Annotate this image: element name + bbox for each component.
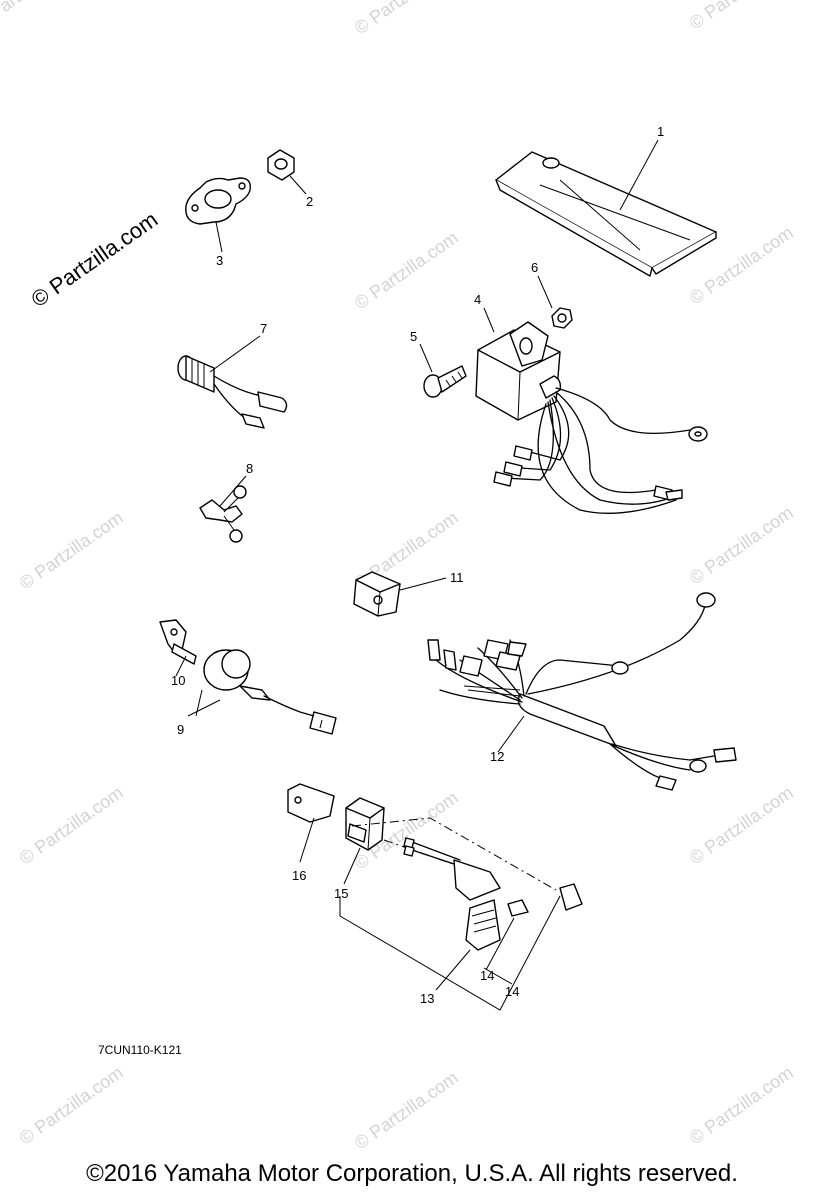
callout-12: 12	[490, 749, 504, 764]
watermark: © Partzilla.com	[16, 782, 127, 868]
callout-4: 4	[474, 292, 481, 307]
callout-1: 1	[657, 124, 664, 139]
part-11-rectifier	[353, 571, 401, 617]
watermark: © Partzilla.com	[686, 502, 797, 588]
callout-2: 2	[306, 194, 313, 209]
callout-6: 6	[531, 260, 538, 275]
callout-3: 3	[216, 253, 223, 268]
callout-16: 16	[292, 868, 306, 883]
callout-14b: 14	[505, 984, 519, 999]
callout-15: 15	[334, 886, 348, 901]
partzilla-watermark: © Partzilla.com	[27, 207, 163, 313]
callout-11: 11	[450, 570, 464, 585]
part-7-connector	[177, 355, 288, 429]
callout-14a: 14	[480, 968, 494, 983]
part-2-nut	[267, 149, 295, 181]
callout-labels: 1 2 3 4 5 6 7 8 9 10 11 12 13 14 14 15 1…	[171, 124, 664, 1006]
callout-13: 13	[420, 991, 434, 1006]
part-12-wire-harness	[427, 592, 737, 791]
watermark: © Partzilla.com	[686, 1062, 797, 1148]
part-3-gasket	[185, 177, 251, 225]
copyright-notice: ©2016 Yamaha Motor Corporation, U.S.A. A…	[86, 1160, 738, 1187]
watermark: © Partzilla.com	[686, 782, 797, 868]
callout-5: 5	[410, 329, 417, 344]
callout-9: 9	[177, 722, 184, 737]
part-6-nut	[551, 307, 573, 329]
watermark: © Partzilla.com	[16, 1062, 127, 1148]
watermark: © Partzilla.com	[16, 507, 127, 593]
part-4-cdi-unit	[475, 321, 708, 514]
callout-8: 8	[246, 461, 253, 476]
watermark: © Partzilla.com	[351, 1067, 462, 1153]
part-5-bolt	[423, 365, 467, 398]
watermark: © Partzilla.com	[0, 0, 82, 33]
diagram-code: 7CUN110-K121	[98, 1043, 182, 1057]
leader-lines	[175, 139, 659, 1011]
watermark: © Partzilla.com	[351, 0, 462, 38]
callout-10: 10	[171, 673, 185, 688]
part-1-cover	[495, 151, 717, 277]
part-9-main-switch	[159, 619, 337, 735]
watermark-layer: © Partzilla.com © Partzilla.com © Partzi…	[0, 0, 797, 1153]
part-13-relay-assembly	[287, 783, 583, 951]
callout-7: 7	[260, 321, 267, 336]
watermark: © Partzilla.com	[351, 227, 462, 313]
part-8-clamp	[199, 485, 247, 543]
watermark: © Partzilla.com	[686, 0, 797, 33]
